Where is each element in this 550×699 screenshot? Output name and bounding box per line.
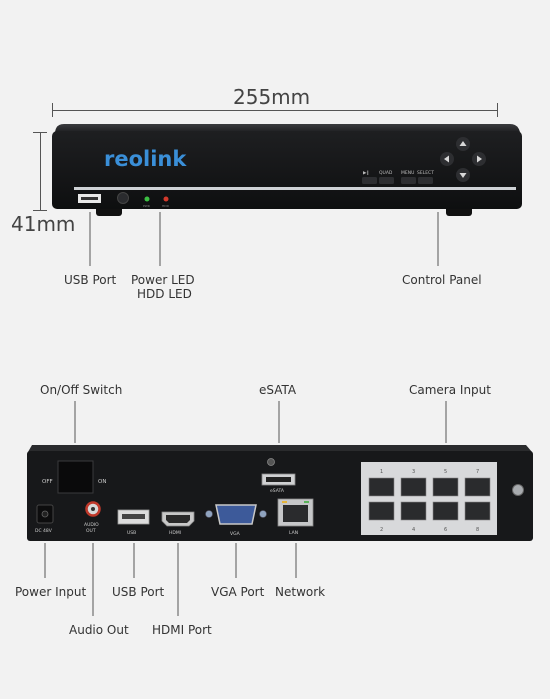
- quad-button[interactable]: [379, 177, 394, 184]
- width-dimension-cap-left: [52, 103, 53, 117]
- play-pause-text: ▶‖: [363, 170, 369, 176]
- esata-port-inner: [266, 477, 291, 482]
- back-top-edge: [28, 445, 532, 452]
- camera-input-label: Camera Input: [409, 383, 491, 397]
- camera-port-7[interactable]: [464, 477, 491, 497]
- usb-port-label: USB Port: [64, 273, 117, 287]
- camera-port-plate: [361, 462, 497, 535]
- power-switch[interactable]: [57, 460, 94, 494]
- port-number-8: 8: [476, 527, 479, 533]
- width-dimension-cap-right: [497, 103, 498, 117]
- esata-label: eSATA: [259, 383, 297, 397]
- port-number-7: 7: [476, 469, 479, 475]
- audio-out-label: Audio Out: [69, 623, 129, 637]
- lan-text: LAN: [289, 530, 298, 536]
- hdmi-text: HDMI: [169, 530, 181, 536]
- camera-port-6[interactable]: [432, 501, 459, 521]
- arrow-left-icon: [444, 155, 449, 163]
- network-label: Network: [275, 585, 326, 599]
- select-text: SELECT: [417, 170, 434, 176]
- front-silver-strip: [74, 187, 516, 190]
- nvr-front-view: reolink PWR HDD ▶‖ QUAD MENU SELECT: [52, 124, 522, 266]
- arrow-up-icon: [459, 141, 467, 146]
- hdd-led: [163, 196, 169, 202]
- camera-port-3[interactable]: [400, 477, 427, 497]
- hdd-led-label: HDD LED: [137, 287, 192, 301]
- vga-screw-left: [205, 510, 213, 518]
- height-dimension-label: 41mm: [11, 212, 76, 236]
- esata-panel-text: eSATA: [270, 488, 285, 494]
- brand-logo: reolink: [104, 147, 187, 171]
- switch-on-text: ON: [98, 479, 106, 485]
- height-dimension-cap-top: [33, 132, 47, 133]
- port-number-2: 2: [380, 527, 383, 533]
- arrow-right-icon: [477, 155, 482, 163]
- direction-pad: [440, 137, 486, 182]
- audio-text-2: OUT: [86, 528, 96, 534]
- menu-text: MENU: [401, 170, 414, 176]
- lan-port-inner: [283, 505, 308, 522]
- pwr-led-text: PWR: [143, 204, 150, 208]
- audio-text-1: AUDIO: [84, 522, 99, 528]
- camera-port-8[interactable]: [464, 501, 491, 521]
- arrow-down-icon: [459, 173, 467, 178]
- menu-button[interactable]: [401, 177, 416, 184]
- vga-text: VGA: [230, 531, 241, 537]
- hdmi-port-label: HDMI Port: [152, 623, 212, 637]
- port-number-4: 4: [412, 527, 415, 533]
- port-number-5: 5: [444, 469, 447, 475]
- port-number-3: 3: [412, 469, 415, 475]
- width-dimension-label: 255mm: [233, 85, 311, 109]
- height-dimension-cap-bottom: [33, 210, 47, 211]
- camera-port-2[interactable]: [368, 501, 395, 521]
- switch-off-text: OFF: [42, 479, 53, 485]
- front-usb-port-inner: [81, 197, 98, 200]
- vga-screw-right: [259, 510, 267, 518]
- dc-text: DC 48V: [35, 528, 53, 534]
- camera-input-ports: [368, 477, 491, 521]
- camera-port-4[interactable]: [400, 501, 427, 521]
- hdmi-port-inner: [166, 515, 190, 523]
- audio-out-jack-hole: [91, 507, 95, 511]
- usb-port-back-label: USB Port: [112, 585, 165, 599]
- front-top-bevel: [55, 124, 520, 132]
- back-usb-port-inner: [122, 514, 145, 519]
- ground-screw: [512, 484, 524, 496]
- play-pause-button[interactable]: [362, 177, 377, 184]
- camera-port-5[interactable]: [432, 477, 459, 497]
- camera-port-1[interactable]: [368, 477, 395, 497]
- power-led-label: Power LED: [131, 273, 195, 287]
- usb-text: USB: [127, 530, 136, 536]
- vga-port-label: VGA Port: [211, 585, 265, 599]
- control-panel-label: Control Panel: [402, 273, 482, 287]
- top-screw: [267, 458, 275, 466]
- quad-text: QUAD: [379, 170, 393, 176]
- lan-led-right: [304, 501, 309, 503]
- hdd-led-text: HDD: [162, 204, 170, 208]
- on-off-switch-label: On/Off Switch: [40, 383, 123, 397]
- port-number-6: 6: [444, 527, 447, 533]
- lan-led-left: [282, 501, 287, 503]
- port-number-1: 1: [380, 469, 383, 475]
- dc-power-jack-pin: [41, 510, 49, 518]
- select-button[interactable]: [418, 177, 433, 184]
- power-input-label: Power Input: [15, 585, 87, 599]
- width-dimension-line: [52, 110, 498, 111]
- height-dimension-line: [40, 132, 41, 210]
- front-power-button[interactable]: [117, 192, 129, 204]
- vga-port[interactable]: [215, 504, 257, 525]
- power-led: [144, 196, 150, 202]
